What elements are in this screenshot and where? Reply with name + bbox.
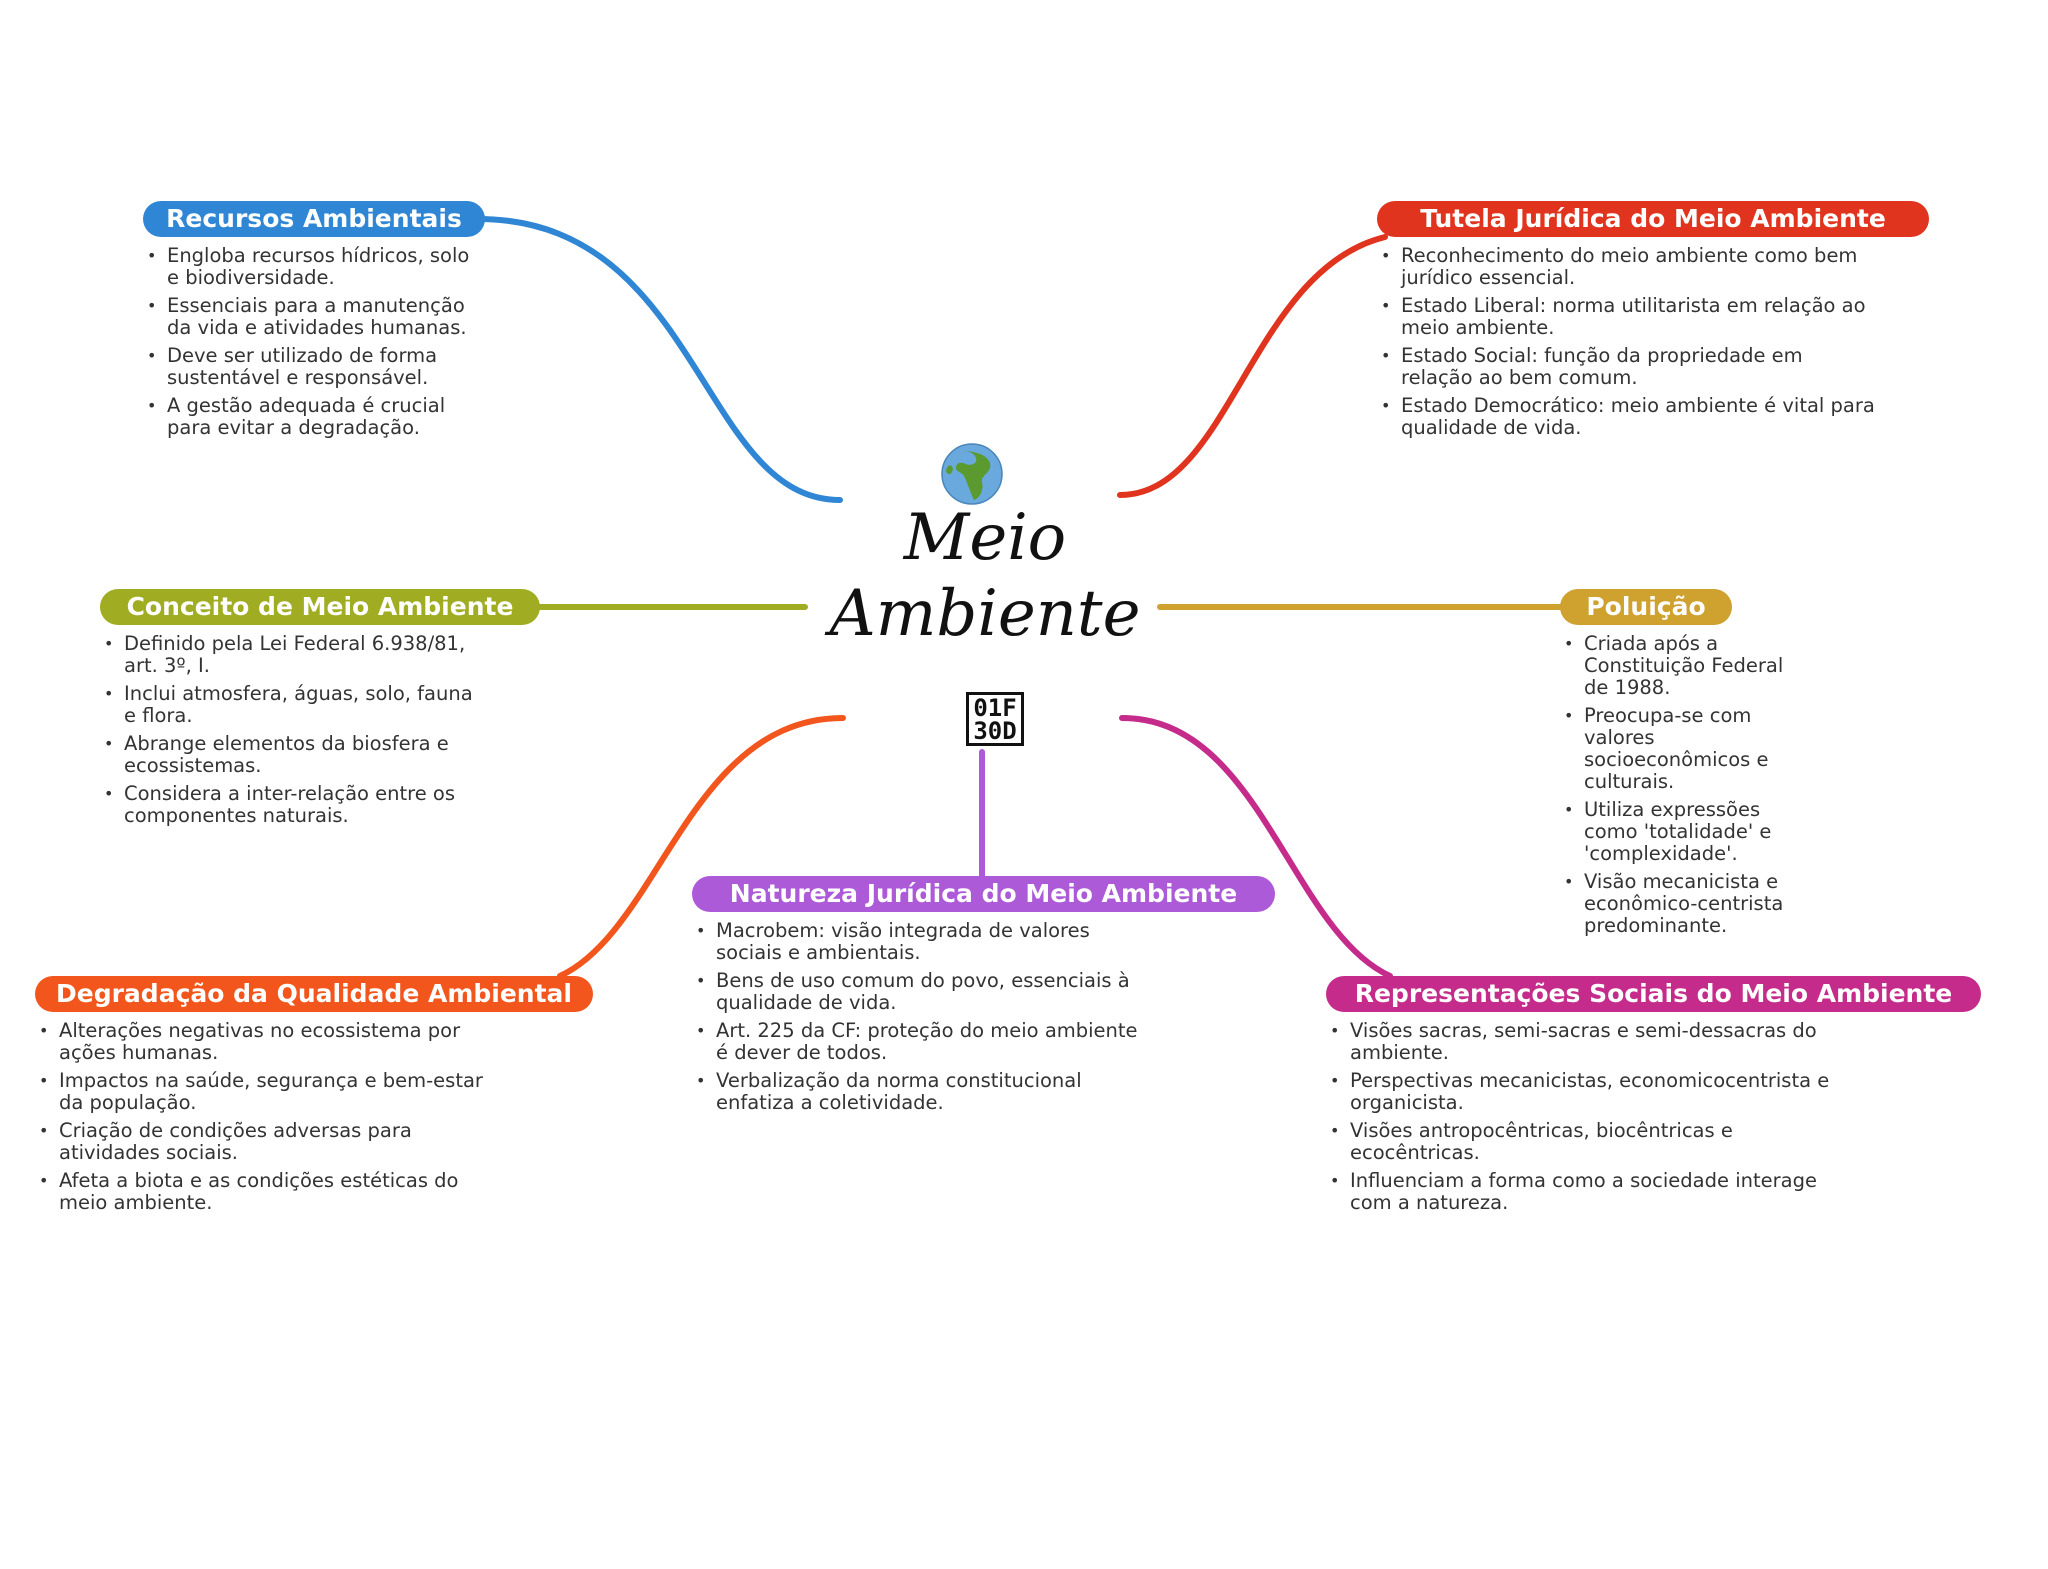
pill-tutela-label: Tutela Jurídica do Meio Ambiente: [1420, 204, 1886, 233]
list-item: Art. 225 da CF: proteção do meio ambient…: [692, 1020, 1152, 1064]
pill-representacoes-label: Representações Sociais do Meio Ambiente: [1354, 979, 1953, 1008]
branch-conceito: Conceito de Meio Ambiente Definido pela …: [100, 589, 540, 833]
pill-degradacao-label: Degradação da Qualidade Ambiental: [56, 979, 572, 1008]
list-item: Reconhecimento do meio ambiente como bem…: [1377, 245, 1877, 289]
pill-conceito[interactable]: Conceito de Meio Ambiente: [100, 589, 540, 625]
missing-glyph-box: 01F 30D: [966, 692, 1024, 746]
pill-recursos-label: Recursos Ambientais: [166, 204, 462, 233]
list-item: Impactos na saúde, segurança e bem-estar…: [35, 1070, 505, 1114]
list-item: Deve ser utilizado de forma sustentável …: [143, 345, 483, 389]
list-item: A gestão adequada é crucial para evitar …: [143, 395, 483, 439]
central-topic-line2: Ambiente: [829, 577, 1141, 651]
pill-poluicao[interactable]: Poluição: [1560, 589, 1732, 625]
items-poluicao: Criada após a Constituição Federal de 19…: [1560, 633, 1800, 937]
list-item: Engloba recursos hídricos, solo e biodiv…: [143, 245, 483, 289]
branch-representacoes: Representações Sociais do Meio Ambiente …: [1326, 976, 1981, 1220]
list-item: Visões antropocêntricas, biocêntricas e …: [1326, 1120, 1856, 1164]
pill-representacoes[interactable]: Representações Sociais do Meio Ambiente: [1326, 976, 1981, 1012]
list-item: Essenciais para a manutenção da vida e a…: [143, 295, 483, 339]
list-item: Definido pela Lei Federal 6.938/81, art.…: [100, 633, 480, 677]
list-item: Visão mecanicista e econômico-centrista …: [1560, 871, 1800, 937]
branch-recursos: Recursos Ambientais Engloba recursos híd…: [143, 201, 503, 445]
list-item: Influenciam a forma como a sociedade int…: [1326, 1170, 1856, 1214]
missing-glyph-code-line2: 30D: [973, 717, 1017, 745]
list-item: Bens de uso comum do povo, essenciais à …: [692, 970, 1152, 1014]
items-tutela: Reconhecimento do meio ambiente como bem…: [1377, 245, 1877, 439]
list-item: Inclui atmosfera, águas, solo, fauna e f…: [100, 683, 480, 727]
items-degradacao: Alterações negativas no ecossistema por …: [35, 1020, 505, 1214]
list-item: Estado Liberal: norma utilitarista em re…: [1377, 295, 1877, 339]
pill-natureza[interactable]: Natureza Jurídica do Meio Ambiente: [692, 876, 1275, 912]
list-item: Preocupa-se com valores socioeconômicos …: [1560, 705, 1800, 793]
list-item: Estado Social: função da propriedade em …: [1377, 345, 1877, 389]
central-topic: Meio Ambiente: [820, 500, 1150, 652]
link-representacoes: [1119, 715, 1393, 979]
link-tutela: [1117, 234, 1388, 498]
pill-recursos[interactable]: Recursos Ambientais: [143, 201, 485, 237]
branch-degradacao: Degradação da Qualidade Ambiental Altera…: [35, 976, 595, 1220]
branch-tutela: Tutela Jurídica do Meio Ambiente Reconhe…: [1377, 201, 1937, 445]
list-item: Estado Democrático: meio ambiente é vita…: [1377, 395, 1877, 439]
globe-icon: [940, 442, 1004, 506]
central-topic-line1: Meio: [903, 501, 1067, 575]
link-recursos: [475, 216, 843, 503]
list-item: Visões sacras, semi-sacras e semi-dessac…: [1326, 1020, 1856, 1064]
link-degradacao: [557, 715, 846, 979]
pill-conceito-label: Conceito de Meio Ambiente: [126, 592, 514, 621]
list-item: Perspectivas mecanicistas, economicocent…: [1326, 1070, 1856, 1114]
pill-natureza-label: Natureza Jurídica do Meio Ambiente: [729, 879, 1238, 908]
list-item: Criada após a Constituição Federal de 19…: [1560, 633, 1800, 699]
list-item: Criação de condições adversas para ativi…: [35, 1120, 505, 1164]
list-item: Afeta a biota e as condições estéticas d…: [35, 1170, 505, 1214]
missing-glyph-code-line1: 01F: [973, 694, 1017, 722]
branch-natureza: Natureza Jurídica do Meio Ambiente Macro…: [692, 876, 1277, 1120]
list-item: Alterações negativas no ecossistema por …: [35, 1020, 505, 1064]
items-representacoes: Visões sacras, semi-sacras e semi-dessac…: [1326, 1020, 1856, 1214]
pill-degradacao[interactable]: Degradação da Qualidade Ambiental: [35, 976, 593, 1012]
items-recursos: Engloba recursos hídricos, solo e biodiv…: [143, 245, 483, 439]
list-item: Verbalização da norma constitucional enf…: [692, 1070, 1152, 1114]
list-item: Utiliza expressões como 'totalidade' e '…: [1560, 799, 1800, 865]
pill-tutela[interactable]: Tutela Jurídica do Meio Ambiente: [1377, 201, 1929, 237]
list-item: Macrobem: visão integrada de valores soc…: [692, 920, 1152, 964]
list-item: Considera a inter-relação entre os compo…: [100, 783, 480, 827]
list-item: Abrange elementos da biosfera e ecossist…: [100, 733, 480, 777]
branch-poluicao: Poluição Criada após a Constituição Fede…: [1560, 589, 1800, 943]
items-conceito: Definido pela Lei Federal 6.938/81, art.…: [100, 633, 480, 827]
pill-poluicao-label: Poluição: [1586, 592, 1706, 621]
items-natureza: Macrobem: visão integrada de valores soc…: [692, 920, 1152, 1114]
